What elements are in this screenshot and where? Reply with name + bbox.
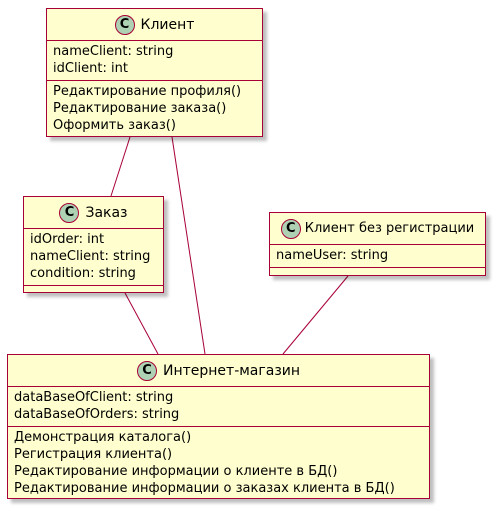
- attribute: nameClient: string: [53, 44, 174, 59]
- method: Редактирование информации о заказах клие…: [14, 481, 395, 496]
- attributes-section: nameUser: string: [270, 244, 485, 267]
- class-client[interactable]: C Клиент nameClient: string idClient: in…: [46, 8, 263, 137]
- class-shop[interactable]: C Интернет-магазин dataBaseOfClient: str…: [7, 354, 430, 499]
- methods-section: Демонстрация каталога() Регистрация клие…: [8, 426, 429, 500]
- attribute: dataBaseOfClient: string: [14, 390, 174, 405]
- method: Оформить заказ(): [53, 118, 176, 133]
- attributes-section: idOrder: int nameClient: string conditio…: [24, 228, 163, 285]
- class-name: Клиент: [140, 16, 195, 33]
- class-icon: C: [136, 360, 157, 381]
- method: Редактирование заказа(): [53, 101, 227, 116]
- class-name: Клиент без регистрации: [304, 221, 475, 236]
- method: Редактирование информации о клиенте в БД…: [14, 464, 338, 479]
- link-guest-shop: [282, 275, 349, 355]
- link-order-shop: [124, 292, 159, 355]
- method: Редактирование профиля(): [53, 84, 242, 99]
- link-client-order: [110, 136, 131, 197]
- attributes-section: nameClient: string idClient: int: [47, 40, 262, 80]
- class-icon: C: [59, 202, 80, 223]
- link-client-shop: [171, 136, 206, 355]
- attribute: idClient: int: [53, 61, 128, 76]
- class-guest[interactable]: C Клиент без регистрации nameUser: strin…: [269, 212, 486, 276]
- class-icon: C: [280, 218, 301, 239]
- method: Регистрация клиента(): [14, 447, 173, 462]
- attribute: nameClient: string: [30, 249, 151, 264]
- attribute: nameUser: string: [276, 248, 389, 263]
- class-name: Заказ: [85, 204, 128, 221]
- methods-section: [270, 267, 485, 273]
- methods-section: [24, 285, 163, 291]
- methods-section: Редактирование профиля() Редактирование …: [47, 80, 262, 137]
- attribute: condition: string: [30, 266, 136, 281]
- method: Демонстрация каталога(): [14, 430, 192, 445]
- attributes-section: dataBaseOfClient: string dataBaseOfOrder…: [8, 386, 429, 426]
- class-order[interactable]: C Заказ idOrder: int nameClient: string …: [23, 196, 164, 293]
- attribute: dataBaseOfOrders: string: [14, 407, 180, 422]
- class-name: Интернет-магазин: [162, 362, 301, 379]
- class-icon: C: [114, 14, 135, 35]
- attribute: idOrder: int: [30, 232, 105, 247]
